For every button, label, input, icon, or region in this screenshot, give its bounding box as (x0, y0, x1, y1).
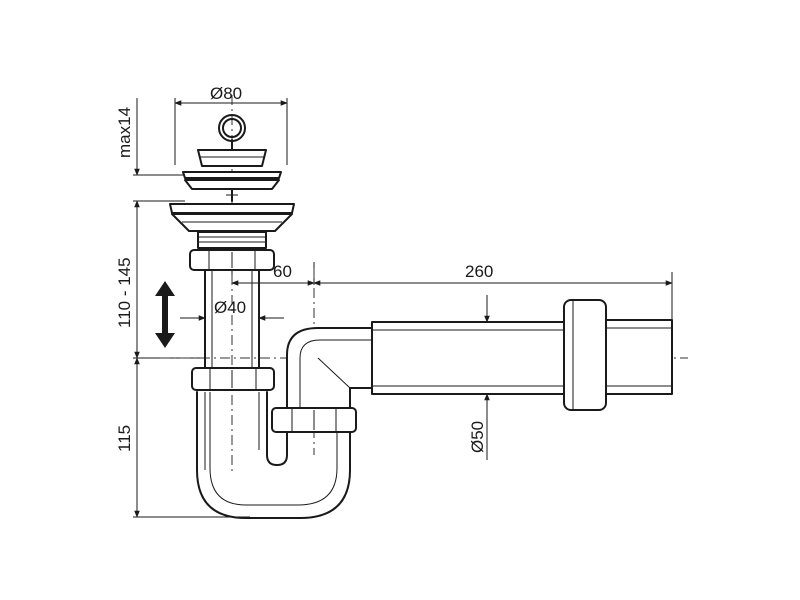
elbow-nut (271, 407, 357, 433)
u-bend (196, 391, 351, 519)
height-110-145-label: 110 - 145 (115, 257, 134, 328)
diameter-40-label: Ø40 (214, 298, 246, 317)
trap-nut (191, 367, 275, 391)
adjustment-arrow (155, 281, 175, 348)
drain-pipe (371, 299, 673, 411)
width-260-label: 260 (465, 262, 493, 281)
diameter-80-label: Ø80 (210, 84, 242, 103)
elbow (286, 327, 373, 409)
dimension-lines (134, 98, 673, 518)
max14-label: max14 (115, 107, 134, 158)
height-115-label: 115 (115, 425, 134, 452)
sink-flange (169, 203, 295, 249)
top-nut (189, 249, 275, 271)
strainer-plug (182, 114, 282, 202)
width-60-label: 60 (273, 262, 292, 281)
diameter-50-label: Ø50 (468, 421, 487, 453)
